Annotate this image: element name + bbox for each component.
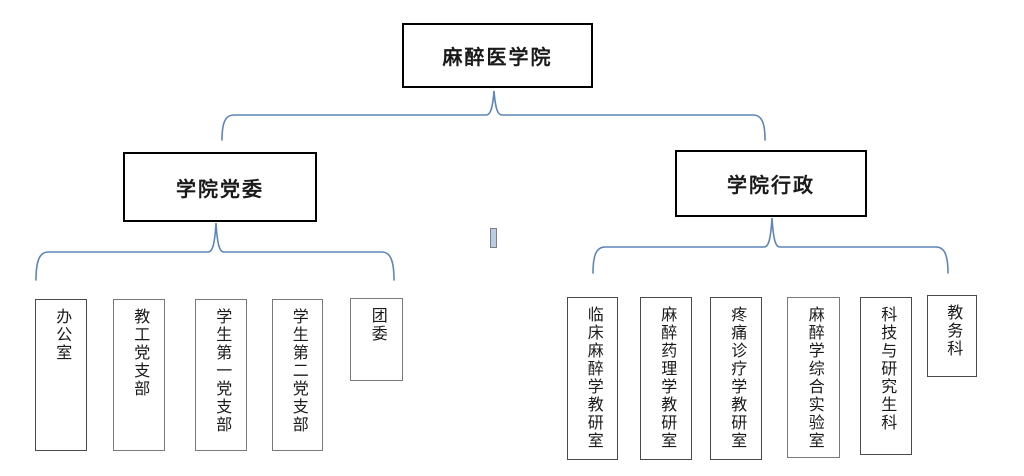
org-box-scitech-graduate: 科技与研究生科: [860, 297, 912, 455]
org-box-office-label: 办公室: [53, 308, 71, 362]
org-box-scitech-graduate-label: 科技与研究生科: [878, 306, 896, 432]
org-box-student-second-party-branch: 学生第二党支部: [272, 299, 323, 451]
org-box-office: 办公室: [35, 299, 87, 451]
org-box-party-committee-label: 学院党委: [176, 178, 264, 201]
org-box-clinical-anesthesiology: 临床麻醉学教研室: [567, 297, 618, 460]
org-box-root-label: 麻醉医学院: [442, 47, 553, 69]
center-bar-shape: [490, 228, 497, 248]
org-box-anesthesia-pharmacology-label: 麻醉药理学教研室: [658, 306, 676, 450]
org-box-root: 麻醉医学院: [402, 23, 593, 88]
org-box-academic-affairs-label: 教务科: [944, 304, 962, 358]
org-box-student-first-party-branch: 学生第一党支部: [195, 299, 247, 451]
brace-root-connector: [221, 90, 766, 141]
org-box-academic-affairs: 教务科: [927, 295, 977, 377]
org-box-youth-league-label: 团委: [368, 307, 386, 343]
org-box-student-first-party-branch-label: 学生第一党支部: [213, 308, 231, 434]
org-box-administration: 学院行政: [675, 150, 867, 217]
org-box-faculty-party-branch-label: 教工党支部: [131, 308, 149, 398]
org-box-anesthesia-pharmacology: 麻醉药理学教研室: [640, 297, 692, 460]
org-box-youth-league: 团委: [350, 298, 403, 381]
org-box-administration-label: 学院行政: [727, 175, 815, 197]
org-box-comprehensive-lab: 麻醉学综合实验室: [787, 297, 840, 458]
org-box-pain-diagnosis: 疼痛诊疗学教研室: [710, 297, 762, 460]
org-box-student-second-party-branch-label: 学生第二党支部: [289, 308, 307, 434]
org-box-clinical-anesthesiology-label: 临床麻醉学教研室: [584, 306, 602, 450]
org-box-party-committee: 学院党委: [123, 152, 317, 222]
org-box-pain-diagnosis-label: 疼痛诊疗学教研室: [728, 306, 746, 450]
brace-right-branch-connector: [592, 217, 949, 274]
org-box-faculty-party-branch: 教工党支部: [113, 299, 165, 451]
brace-left-branch-connector: [35, 222, 395, 281]
org-box-comprehensive-lab-label: 麻醉学综合实验室: [805, 306, 823, 450]
